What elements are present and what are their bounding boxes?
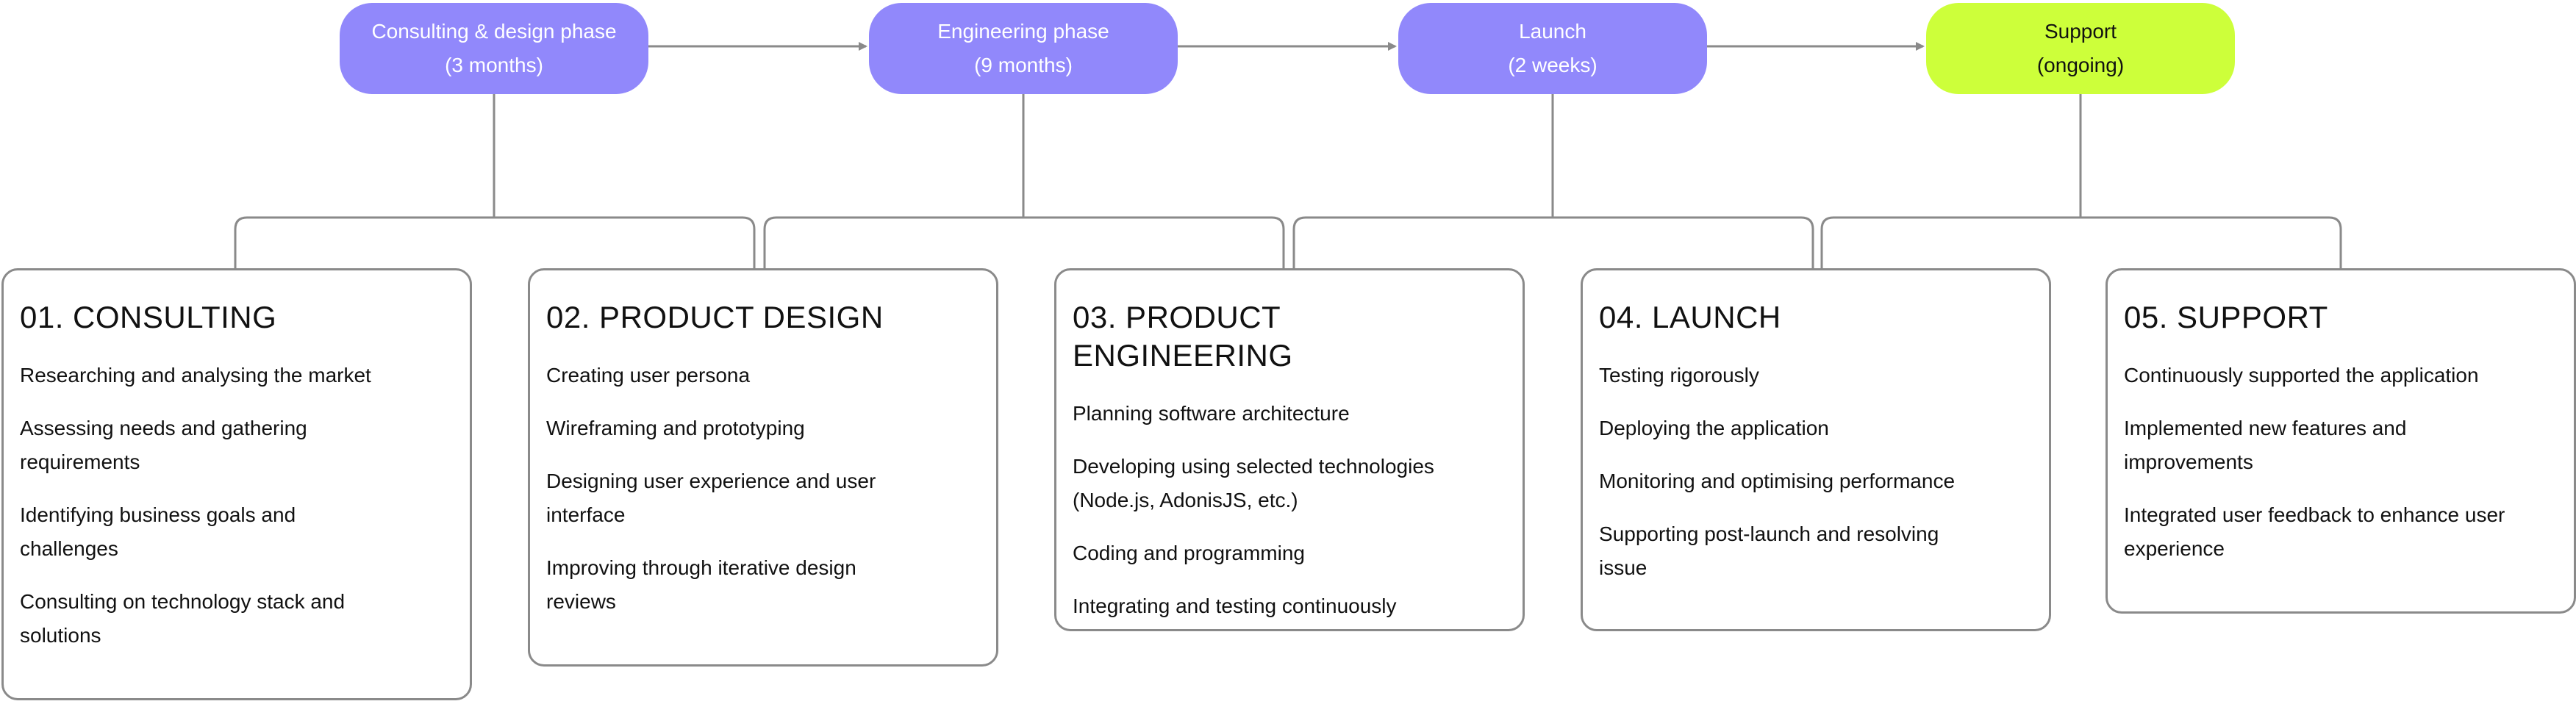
stage-task: Integrated user feedback to enhance user… [2124, 503, 2505, 560]
stage-card-product-design: 02. PRODUCT DESIGN Creating user persona… [528, 268, 998, 667]
phase-name: Engineering phase [937, 20, 1109, 43]
phase-duration: (9 months) [974, 54, 1073, 76]
stage-title: 02. PRODUCT DESIGN [546, 300, 884, 334]
stage-task: Assessing needs and gathering requiremen… [20, 417, 307, 473]
stage-task: Coding and programming [1073, 542, 1305, 564]
stage-task: Creating user persona [546, 364, 751, 387]
stage-card-consulting: 01. CONSULTING Researching and analysing… [1, 268, 472, 700]
stage-task: Developing using selected technologies (… [1073, 455, 1434, 511]
stage-task-list: Testing rigorously Deploying the applica… [1599, 359, 2033, 585]
stage-task: Deploying the application [1599, 417, 1829, 439]
stage-card-support: 05. SUPPORT Continuously supported the a… [2105, 268, 2576, 614]
stage-task: Improving through iterative design revie… [546, 556, 856, 613]
phase-duration: (2 weeks) [1508, 54, 1598, 76]
stage-task-list: Planning software architecture Developin… [1073, 397, 1506, 623]
bracket-support [1820, 94, 2342, 268]
phase-duration: (ongoing) [2036, 54, 2125, 76]
stage-task: Designing user experience and user inter… [546, 470, 876, 526]
stage-task: Monitoring and optimising performance [1599, 470, 1956, 492]
stage-card-product-engineering: 03. PRODUCT ENGINEERING Planning softwar… [1054, 268, 1525, 631]
bracket-consulting-design [234, 94, 756, 268]
stage-task: Testing rigorously [1599, 364, 1759, 387]
stage-title: 05. SUPPORT [2124, 300, 2328, 334]
stage-card-launch: 04. LAUNCH Testing rigorously Deploying … [1581, 268, 2051, 631]
phase-engineering: Engineering phase (9 months) [869, 3, 1178, 94]
stage-task: Wireframing and prototyping [546, 417, 805, 439]
phase-name: Support [2044, 20, 2117, 43]
stage-task: Supporting post-launch and resolving iss… [1599, 522, 1939, 579]
stage-task: Continuously supported the application [2124, 364, 2479, 387]
stage-task: Integrating and testing continuously [1073, 595, 1397, 617]
bracket-engineering [763, 94, 1285, 268]
stage-task: Consulting on technology stack and solut… [20, 590, 346, 647]
stage-task-list: Creating user persona Wireframing and pr… [546, 359, 980, 619]
phase-name: Consulting & design phase [371, 20, 617, 43]
phase-launch: Launch (2 weeks) [1398, 3, 1707, 94]
stage-title: 03. PRODUCT ENGINEERING [1073, 300, 1293, 373]
stage-task: Planning software architecture [1073, 402, 1350, 425]
stage-title: 04. LAUNCH [1599, 300, 1781, 334]
stage-title: 01. CONSULTING [20, 300, 277, 334]
phase-name: Launch [1519, 20, 1586, 43]
stage-task-list: Researching and analysing the market Ass… [20, 359, 454, 653]
phase-consulting-design: Consulting & design phase (3 months) [340, 3, 648, 94]
bracket-launch [1292, 94, 1814, 268]
stage-task-list: Continuously supported the application I… [2124, 359, 2558, 566]
stage-task: Identifying business goals and challenge… [20, 503, 296, 560]
phase-duration: (3 months) [445, 54, 543, 76]
stage-task: Researching and analysing the market [20, 364, 371, 387]
stage-task: Implemented new features and improvement… [2124, 417, 2407, 473]
phase-support: Support (ongoing) [1926, 3, 2235, 94]
